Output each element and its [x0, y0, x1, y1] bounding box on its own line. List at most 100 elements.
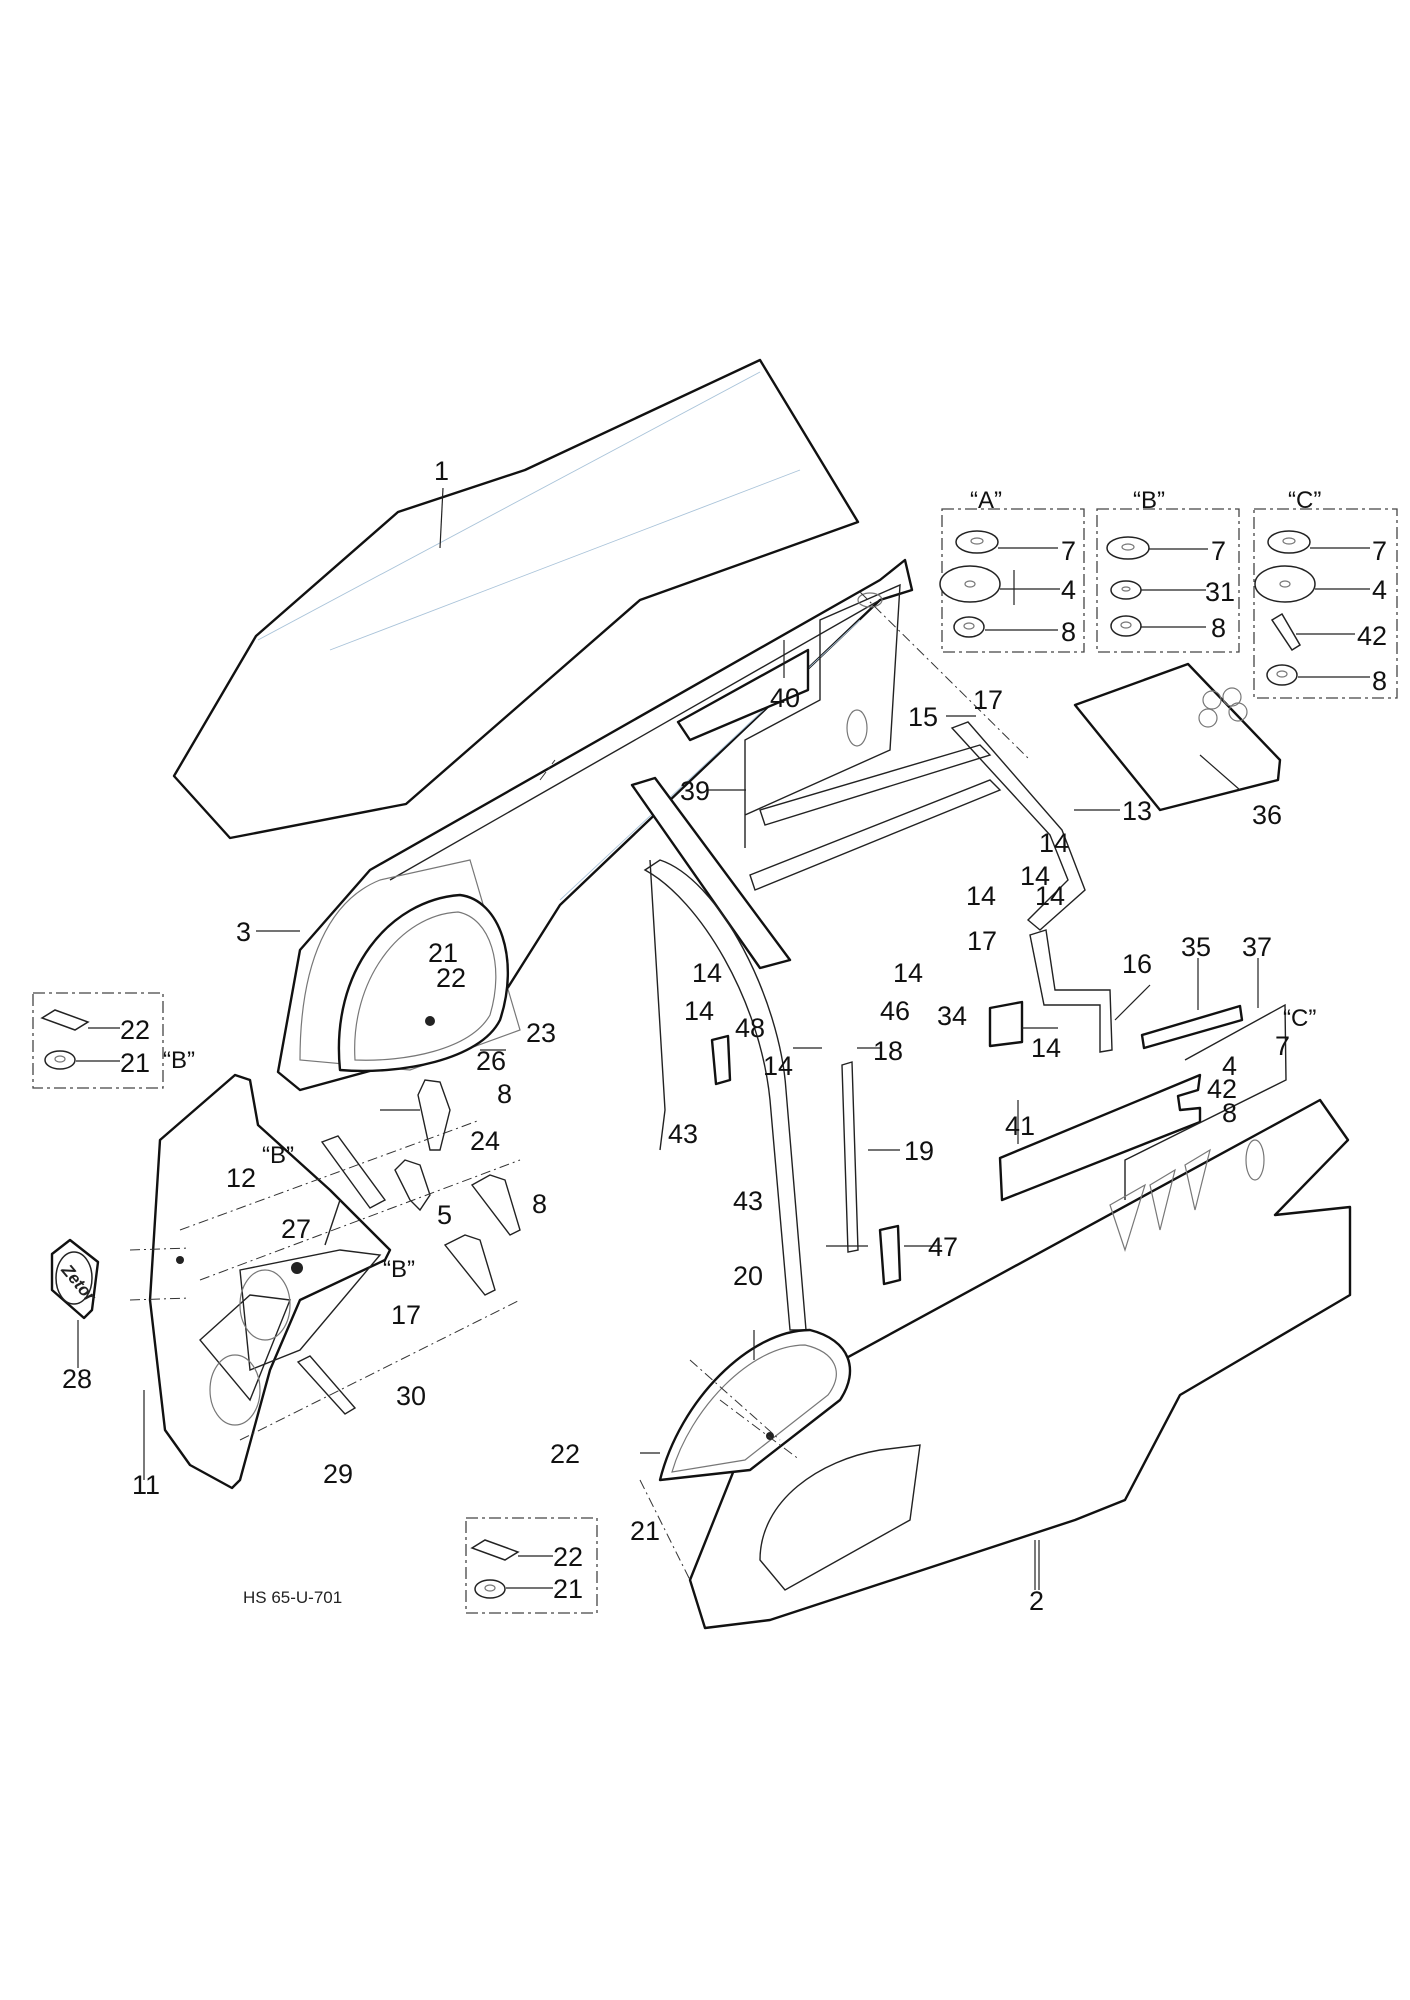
callout-1: 1 [434, 456, 449, 486]
detail-view-c-label: “C” [1288, 487, 1321, 514]
callout-14-c: 14 [966, 881, 996, 911]
hood-part-1[interactable] [172, 358, 860, 840]
callout-8-upper: 8 [497, 1079, 512, 1109]
callout-47: 47 [928, 1232, 958, 1262]
bracket-part-16[interactable] [1029, 929, 1113, 1053]
grille-part-11[interactable] [148, 1073, 392, 1490]
callout-7-a: 7 [1061, 536, 1076, 566]
detail-view-b-label: “B” [1133, 487, 1165, 514]
callout-34: 34 [937, 1001, 967, 1031]
callout-35: 35 [1181, 932, 1211, 962]
callout-39: 39 [680, 776, 710, 806]
callout-5: 5 [437, 1200, 452, 1230]
callout-8-mid: 8 [532, 1189, 547, 1219]
callout-8-c: 8 [1372, 666, 1387, 696]
side-panel-part-2[interactable] [688, 1098, 1352, 1630]
kit-callout-22: 22 [120, 1015, 150, 1045]
callout-22-left: 22 [436, 963, 466, 993]
callout-24: 24 [470, 1126, 500, 1156]
fastener-kit-bottom: 22 21 [465, 1517, 598, 1614]
callout-14-i: 14 [763, 1051, 793, 1081]
callout-20: 20 [733, 1261, 763, 1291]
panel-part-37[interactable] [1124, 1003, 1287, 1200]
callout-3: 3 [236, 917, 251, 947]
callout-17-grille: 17 [391, 1300, 421, 1330]
view-ref-b-upper: “B” [262, 1142, 294, 1169]
kit-callout-21: 21 [120, 1048, 150, 1078]
strip-part-35[interactable] [1140, 1004, 1244, 1050]
callout-7-side: 7 [1275, 1031, 1290, 1061]
callout-19: 19 [904, 1136, 934, 1166]
callout-14-f: 14 [692, 958, 722, 988]
callout-28: 28 [62, 1364, 92, 1394]
callout-40: 40 [770, 683, 800, 713]
callout-8-side: 8 [1222, 1098, 1237, 1128]
callout-4-c: 4 [1372, 575, 1387, 605]
pillar-part-18[interactable] [643, 859, 807, 1331]
detail-view-b: “B” 7 31 8 [1096, 487, 1240, 653]
callout-4-side: 4 [1222, 1051, 1237, 1081]
callout-2: 2 [1029, 1586, 1044, 1616]
panel-part-39[interactable] [744, 583, 901, 848]
callout-36: 36 [1252, 800, 1282, 830]
callout-17-top: 17 [973, 685, 1003, 715]
bracket-part-26[interactable] [394, 1079, 451, 1212]
bracket-part-24[interactable] [443, 1174, 521, 1296]
callout-14-h: 14 [893, 958, 923, 988]
callout-21-bottom: 21 [630, 1516, 660, 1546]
callout-27: 27 [281, 1214, 311, 1244]
callout-30: 30 [396, 1381, 426, 1411]
panel-part-40[interactable] [676, 648, 810, 742]
callout-17-mid: 17 [967, 926, 997, 956]
callout-12: 12 [226, 1163, 256, 1193]
view-ref-b-lower: “B” [383, 1256, 415, 1283]
view-ref-b-kit: “B” [163, 1047, 195, 1074]
kit-bottom-callout-21: 21 [553, 1574, 583, 1604]
callout-42-c: 42 [1357, 621, 1387, 651]
callout-14-g: 14 [684, 996, 714, 1026]
callout-7-b: 7 [1211, 536, 1226, 566]
seal-part-19[interactable] [841, 1061, 859, 1253]
callout-14-b: 14 [1020, 861, 1050, 891]
callout-18: 18 [873, 1036, 903, 1066]
detail-view-a: “A” 7 4 8 [939, 487, 1085, 653]
callout-26: 26 [476, 1046, 506, 1076]
headlight-frame-part-20[interactable] [658, 1328, 852, 1482]
drawing-code: HS 65-U-701 [243, 1588, 342, 1607]
callout-16: 16 [1122, 949, 1152, 979]
callout-11: 11 [132, 1470, 160, 1500]
callout-8-b: 8 [1211, 613, 1226, 643]
callout-42-side: 42 [1207, 1074, 1237, 1104]
callout-14-d: 14 [1035, 881, 1065, 911]
kit-bottom-callout-22: 22 [553, 1542, 583, 1572]
callout-29: 29 [323, 1459, 353, 1489]
detail-view-c: “C” 7 4 42 8 [1253, 487, 1398, 699]
frame-part-13[interactable] [749, 721, 1086, 931]
callout-4-a: 4 [1061, 575, 1076, 605]
callout-7-c: 7 [1372, 536, 1387, 566]
pad-part-34[interactable] [988, 1000, 1024, 1048]
leader-lines [77, 487, 1259, 1590]
beam-part-46[interactable] [630, 776, 792, 970]
blocks-47-48[interactable] [710, 1034, 902, 1286]
callout-8-a: 8 [1061, 617, 1076, 647]
callout-21-left: 21 [428, 938, 458, 968]
callout-43-a: 43 [668, 1119, 698, 1149]
callout-14-a: 14 [1039, 828, 1069, 858]
assembly-lines [129, 591, 1031, 1581]
emblem-part-28[interactable]: Zetor [50, 1238, 100, 1320]
callout-37: 37 [1242, 932, 1272, 962]
headlight-frame-part-23[interactable] [337, 893, 509, 1073]
panel-part-41[interactable] [998, 1073, 1202, 1202]
bracket-part-29[interactable] [296, 1355, 357, 1415]
fastener-kit-top-left: 22 21 “B” [32, 992, 195, 1089]
callout-43-b: 43 [733, 1186, 763, 1216]
sheet-part-36[interactable] [1073, 662, 1282, 812]
callout-15: 15 [908, 702, 938, 732]
detail-view-a-label: “A” [970, 487, 1002, 514]
callout-41: 41 [1005, 1111, 1035, 1141]
callout-23: 23 [526, 1018, 556, 1048]
view-ref-c: “C” [1283, 1005, 1316, 1032]
bracket-part-27[interactable] [320, 1135, 387, 1246]
